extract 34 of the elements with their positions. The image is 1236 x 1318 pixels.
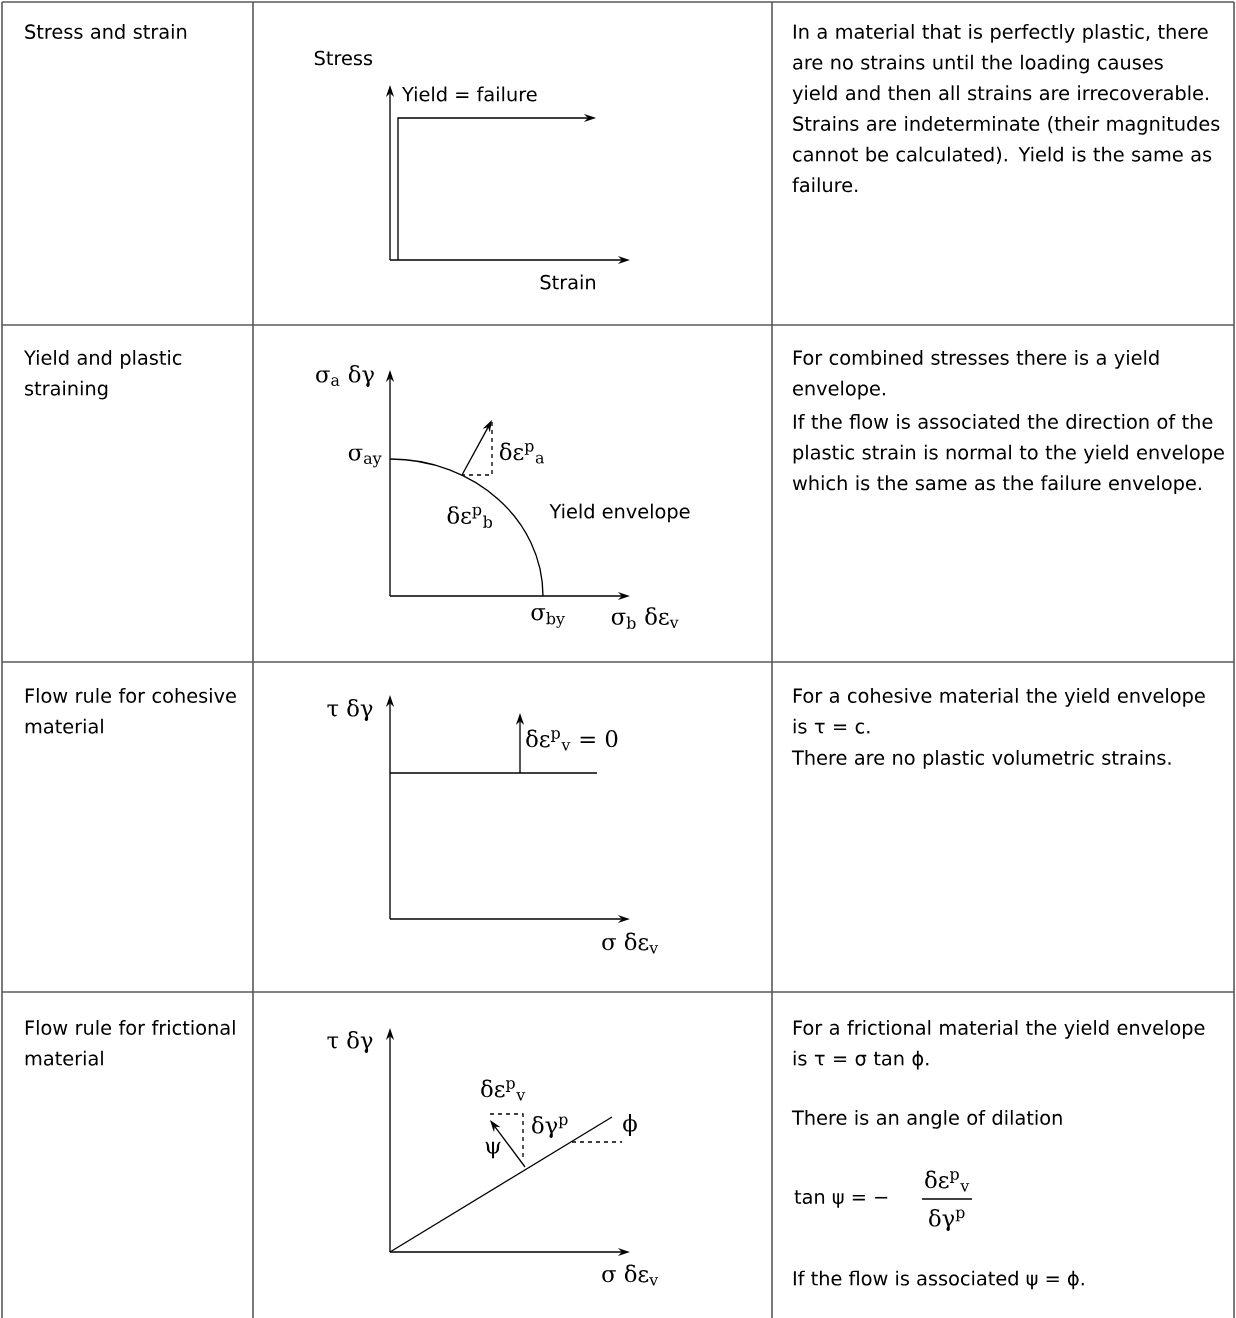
formula-text: δγ$^{p}$ [929, 1208, 965, 1232]
axis-label: σ$_{b}$ δε$_{v}$ [611, 607, 679, 629]
description-text: For a cohesive material the yield envelope is τ = c. [793, 688, 1205, 734]
curve-label: Yield = failure [401, 86, 537, 102]
axis-label: Stress [314, 50, 373, 66]
description-text: There are no plastic volumetric strains. [791, 750, 1171, 769]
row-heading: Yield and plastic straining [23, 350, 182, 400]
strain-label: δε$^{p}$v [481, 1079, 526, 1101]
strain-label: δε$^{p}$$_{v}$ = 0 [526, 729, 618, 751]
row-heading: Flow rule for frictional material [25, 1020, 235, 1066]
description-text: If the flow is associated ψ = ϕ. [793, 1270, 1084, 1290]
axis-label: σ$_{by}$ [531, 608, 565, 628]
axis-label: τ δγ [327, 698, 373, 722]
axis-label: τ δγ [327, 1030, 373, 1054]
axis-label: σ δε$_{v}$ [602, 1264, 659, 1286]
strain-label: δγ$^{p}$ [532, 1115, 568, 1139]
strain-label: δε$^{p}$b [447, 506, 493, 528]
description-text: In a material that is perfectly plastic, there are no strains until the loading causes yield and then all strains are irrecoverable. Strains are indeterminate (their magnitudes cannot be calculated). Yield is the same as failure. [792, 24, 1220, 193]
formula-text: tan ψ = − [794, 1190, 888, 1208]
axis-label: σ δε$_{v}$ [602, 932, 659, 954]
formula-text: δε$^{p}$v [925, 1170, 970, 1192]
strain-label: δε$^{p}$a [499, 442, 545, 464]
description-text: There is an angle of dilation [791, 1110, 1062, 1129]
row-heading: Flow rule for cohesive material [25, 688, 236, 734]
curve-label: Yield envelope [549, 503, 690, 523]
row-heading: Stress and strain [25, 24, 187, 39]
description-text: For a frictional material the yield envelope is τ = σ tan ϕ. [793, 1020, 1205, 1070]
description-text: For combined stresses there is a yield envelope. [793, 350, 1159, 400]
angle-label: ψ [485, 1141, 501, 1159]
axis-label: σ$_{a}$ δγ [316, 364, 374, 388]
axis-label: Strain [540, 274, 595, 290]
angle-label: ϕ [623, 1114, 637, 1136]
description-text: If the flow is associated the direction of the plastic strain is normal to the yield envelope which is the same as the failure envelope. [792, 414, 1224, 495]
axis-label: σ$_{ay}$ [348, 448, 382, 468]
